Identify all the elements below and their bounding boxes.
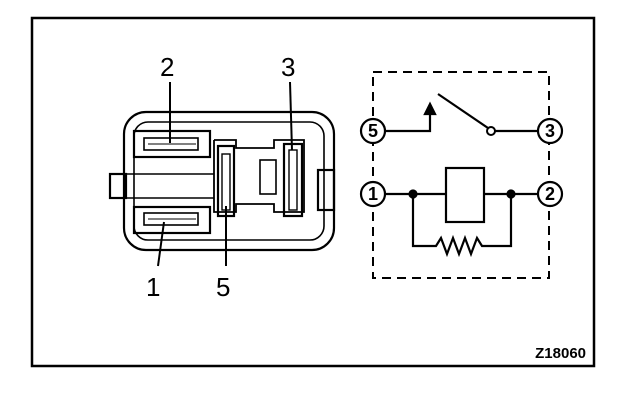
callout-3: 3 — [281, 52, 295, 82]
right-latch — [316, 168, 336, 212]
callout-5: 5 — [216, 272, 230, 302]
figure-frame — [30, 16, 596, 368]
terminal-5-cavity — [216, 144, 236, 218]
schematic-boundary — [372, 71, 550, 279]
relay-coil — [444, 166, 486, 224]
center-window — [259, 159, 277, 195]
switch-arrow — [423, 101, 437, 116]
callout-2: 2 — [160, 52, 174, 82]
callout-1: 1 — [146, 272, 160, 302]
figure-reference: Z18060 — [535, 345, 586, 362]
resistor-branch — [411, 194, 513, 258]
connector-housing-inner — [133, 121, 325, 241]
leader-3 — [289, 81, 293, 151]
schematic-terminal-2 — [536, 180, 564, 208]
terminal-label-5: 5 — [368, 121, 378, 141]
terminal-1-cavity — [132, 205, 212, 235]
terminal-2-cavity — [132, 129, 212, 159]
relay-schematic — [359, 71, 564, 279]
schematic-terminal-5 — [359, 117, 387, 145]
relay-connector — [108, 81, 336, 267]
terminal-label-2: 2 — [545, 184, 555, 204]
terminal-1-blade — [143, 212, 199, 226]
terminal-label-1: 1 — [368, 184, 378, 204]
switch-pivot — [486, 126, 496, 136]
terminal-5-blade — [221, 153, 231, 211]
leader-1 — [157, 221, 165, 267]
schematic-terminal-3 — [536, 117, 564, 145]
terminal-3-blade — [288, 149, 298, 211]
schematic-terminal-1 — [359, 180, 387, 208]
terminal-label-3: 3 — [545, 121, 555, 141]
left-latch — [108, 172, 128, 200]
switch-blade — [437, 93, 489, 129]
terminal-3-cavity — [282, 142, 304, 218]
center-block — [213, 139, 305, 213]
switch-wire-5 — [385, 108, 432, 133]
